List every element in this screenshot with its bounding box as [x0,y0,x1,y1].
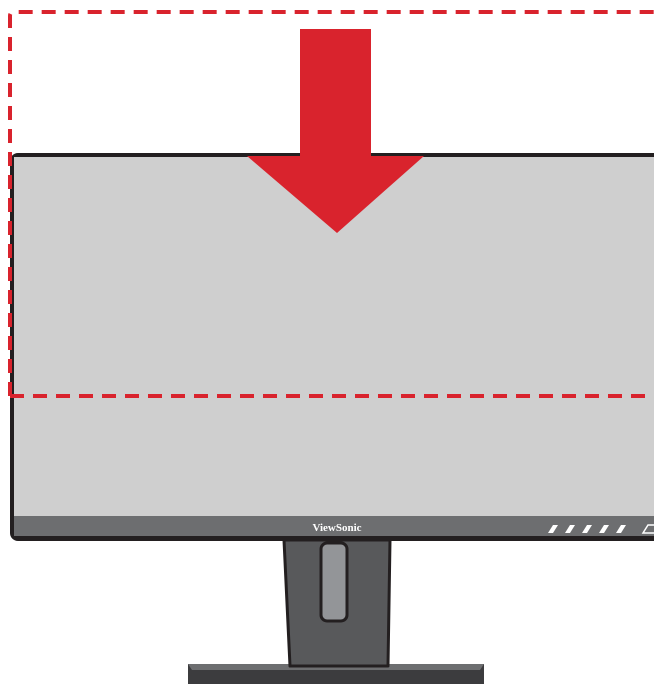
control-button-icon [599,525,609,533]
monitor-control-buttons [548,524,654,534]
cable-management-slot [319,541,349,623]
control-button-icon [548,525,558,533]
power-button-icon [641,524,654,534]
brand-logo: ViewSonic [312,522,361,534]
control-button-icon [565,525,575,533]
control-button-icon [616,525,626,533]
monitor-chin [14,516,654,536]
control-button-icon [582,525,592,533]
previous-position-outline [8,10,654,398]
monitor-stand-neck [282,538,392,668]
down-arrow-icon [247,29,424,233]
